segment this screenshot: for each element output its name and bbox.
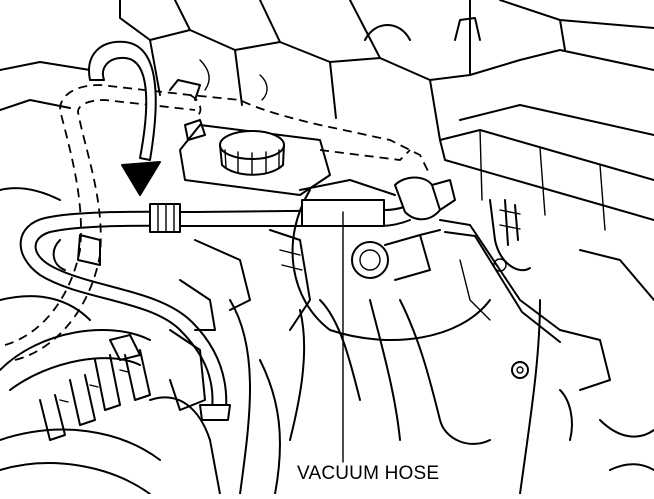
brake-lines bbox=[369, 199, 654, 495]
cowl-grille bbox=[119, 0, 654, 231]
brake-fluid-reservoir bbox=[179, 124, 396, 196]
vacuum-hose bbox=[19, 176, 456, 421]
vacuum-hose-label: VACUUM HOSE bbox=[297, 463, 440, 484]
brake-booster bbox=[269, 189, 491, 441]
old-hose-routing bbox=[4, 79, 431, 361]
engine-components bbox=[0, 239, 281, 495]
hose-joint bbox=[149, 203, 181, 233]
left-structure bbox=[0, 61, 101, 321]
curved-arrow-icon bbox=[88, 40, 161, 196]
